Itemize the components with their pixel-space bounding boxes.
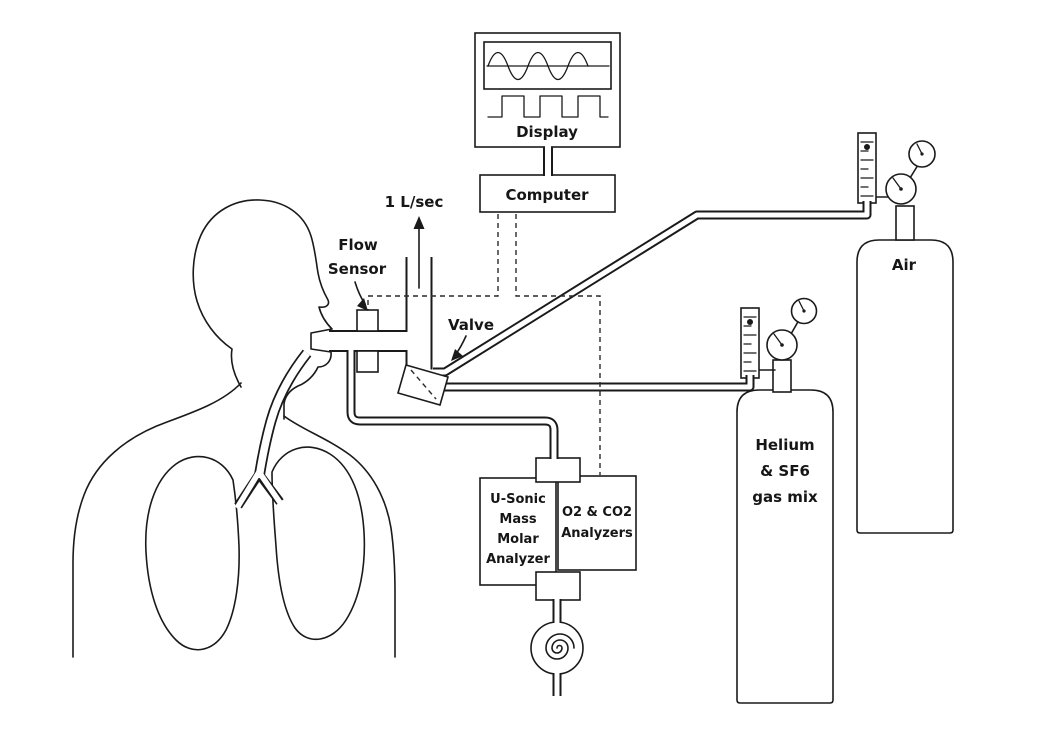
air-gauge-small-pivot: [920, 152, 924, 156]
gas-analyzers-label-line1: O2 & CO2: [562, 505, 632, 520]
wire-computer-flow-sensor: [367, 214, 499, 310]
air-gauge-small-needle: [916, 143, 923, 155]
usonic-label-line2: Mass: [499, 512, 536, 527]
helium-cylinder: [736, 297, 834, 704]
helium-label-line1: Helium: [755, 436, 814, 454]
helium-flowmeter-float: [747, 319, 753, 325]
helium-gauge-small-pivot: [802, 309, 806, 313]
trachea: [234, 349, 312, 510]
valve-flap-hatch: [410, 369, 437, 400]
human-figure: [72, 199, 396, 658]
valve: [397, 364, 449, 406]
flow-sensor-pointer-arrowhead-icon: [357, 298, 368, 311]
display-unit: [474, 32, 621, 148]
pump-spiral-icon: [545, 633, 575, 660]
left-lung: [144, 455, 240, 651]
usonic-label-line1: U-Sonic: [490, 492, 546, 507]
computer-box: [479, 174, 616, 213]
gas-analyzers-box: [557, 475, 637, 571]
helium-cylinder-neck: [772, 359, 792, 393]
pump: [530, 621, 584, 675]
helium-cylinder-body: [736, 389, 834, 704]
torso-right-outline: [283, 415, 396, 658]
helium-gauge-small-needle: [798, 300, 805, 312]
head-outline: [192, 199, 333, 420]
helium-label-line2: & SF6: [760, 462, 810, 480]
right-lung: [271, 446, 366, 641]
usonic-label-line3: Molar: [497, 532, 539, 547]
helium-label-line3: gas mix: [752, 488, 818, 506]
helium-gauge-main-needle: [773, 333, 783, 346]
flow-sensor: [356, 309, 379, 373]
air-regulator-stem: [909, 164, 919, 179]
valve-label: Valve: [448, 316, 494, 334]
flow-direction-arrowhead-icon: [413, 216, 425, 229]
gas-analyzers-label-line2: Analyzers: [561, 526, 633, 541]
display-label: Display: [516, 123, 578, 141]
air-gauge-main-pivot: [899, 187, 903, 191]
square-wave: [487, 95, 609, 118]
usonic-analyzer-box: [479, 477, 557, 586]
computer-label: Computer: [505, 186, 589, 204]
usonic-label-line4: Analyzer: [486, 552, 550, 567]
air-flowmeter-float: [864, 144, 870, 150]
air-cylinder-body: [856, 239, 954, 534]
air-cylinder-neck: [895, 205, 915, 241]
analyzer-assembly: [479, 457, 637, 601]
manifold-bottom: [535, 571, 581, 601]
labels: 1 L/sec Flow Sensor Valve Display Comput…: [328, 123, 917, 567]
sine-wave: [487, 51, 589, 81]
air-cylinder: [856, 132, 954, 534]
valve-flap: [397, 364, 449, 406]
flow-sensor-label-line1: Flow: [338, 236, 378, 254]
manifold-top: [535, 457, 581, 483]
wire-computer-analyzers: [515, 214, 601, 475]
helium-flowmeter: [740, 307, 760, 379]
flow-sensor-bottom: [356, 350, 379, 373]
valve-pointer-arrowhead-icon: [451, 349, 463, 361]
annotations: [354, 216, 467, 361]
helium-gauge-main-pivot: [780, 343, 784, 347]
air-label: Air: [892, 256, 917, 274]
flow-rate-label: 1 L/sec: [385, 193, 444, 211]
signal-wires: [367, 214, 601, 475]
torso-left-outline: [72, 382, 242, 658]
air-gauge-main-needle: [892, 177, 902, 190]
flow-sensor-label-line2: Sensor: [328, 260, 387, 278]
flow-sensor-top: [356, 309, 379, 332]
air-flowmeter: [857, 132, 877, 204]
